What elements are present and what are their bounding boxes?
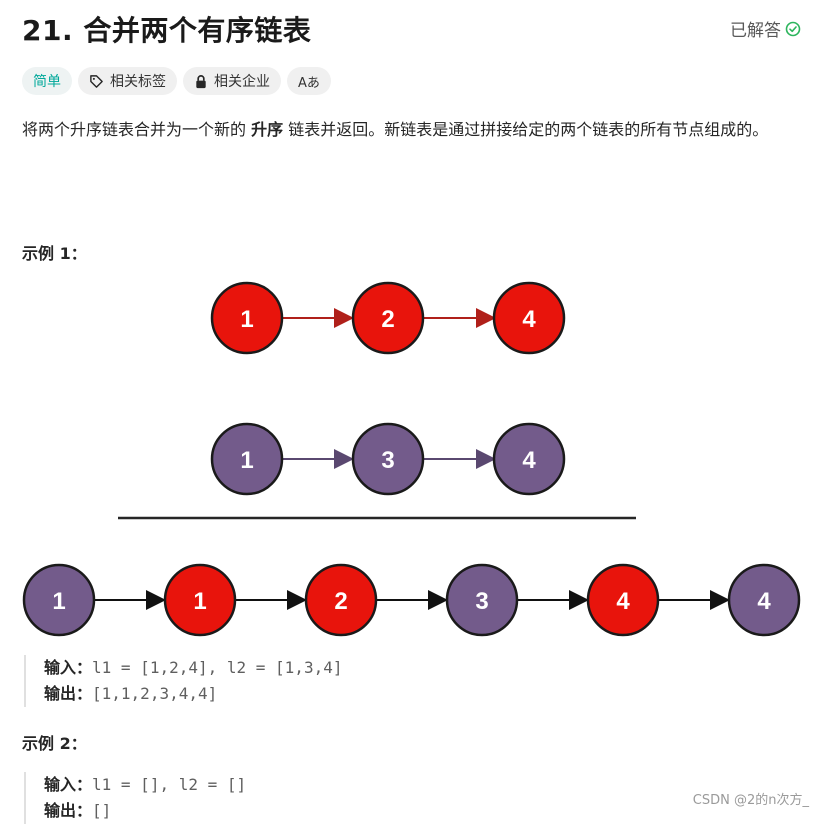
problem-title: 21. 合并两个有序链表 bbox=[22, 14, 312, 47]
node-value: 2 bbox=[334, 588, 347, 615]
node-value: 3 bbox=[381, 447, 394, 474]
list-node-red: 1 bbox=[210, 281, 284, 355]
output-row: 输出：[] bbox=[44, 798, 246, 824]
node-value: 2 bbox=[381, 306, 394, 333]
solved-status: 已解答 bbox=[730, 16, 801, 41]
related-tags-button[interactable]: 相关标签 bbox=[78, 67, 177, 95]
list-node-red: 4 bbox=[586, 563, 660, 637]
description-text-2: 链表并返回。新链表是通过拼接给定的两个链表的所有节点组成的。 bbox=[283, 120, 769, 139]
input-value: l1 = [1,2,4], l2 = [1,3,4] bbox=[92, 658, 343, 677]
list-node-purple: 4 bbox=[492, 422, 566, 496]
tag-icon bbox=[89, 74, 104, 89]
list-node-red: 4 bbox=[492, 281, 566, 355]
example-1-io: 输入：l1 = [1,2,4], l2 = [1,3,4] 输出：[1,1,2,… bbox=[24, 655, 342, 707]
tag-bar: 简单 相关标签 相关企业 Aあ bbox=[22, 67, 331, 95]
output-row: 输出：[1,1,2,3,4,4] bbox=[44, 681, 342, 707]
merged-row: 1 1 2 3 4 4 bbox=[22, 563, 801, 637]
node-value: 3 bbox=[475, 588, 488, 615]
translate-button[interactable]: Aあ bbox=[287, 67, 331, 95]
problem-description: 将两个升序链表合并为一个新的 升序 链表并返回。新链表是通过拼接给定的两个链表的… bbox=[22, 116, 802, 144]
node-value: 4 bbox=[522, 306, 536, 333]
output-value: [1,1,2,3,4,4] bbox=[92, 684, 218, 703]
check-circle-icon bbox=[785, 21, 801, 37]
output-label: 输出： bbox=[44, 801, 93, 820]
node-value: 1 bbox=[240, 447, 253, 474]
list-node-purple: 1 bbox=[22, 563, 96, 637]
lock-icon bbox=[194, 74, 208, 89]
node-value: 4 bbox=[522, 447, 536, 474]
list2-row: 1 3 4 bbox=[210, 422, 566, 496]
node-value: 1 bbox=[52, 588, 65, 615]
input-label: 输入： bbox=[44, 775, 93, 794]
list-node-red: 2 bbox=[351, 281, 425, 355]
list-node-purple: 3 bbox=[351, 422, 425, 496]
input-row: 输入：l1 = [1,2,4], l2 = [1,3,4] bbox=[44, 655, 342, 681]
example-1-title: 示例 1： bbox=[22, 244, 87, 263]
related-tags-label: 相关标签 bbox=[110, 74, 166, 90]
description-text: 将两个升序链表合并为一个新的 bbox=[22, 120, 252, 139]
input-value: l1 = [], l2 = [] bbox=[92, 775, 247, 794]
description-emphasis: 升序 bbox=[251, 120, 284, 139]
related-companies-button[interactable]: 相关企业 bbox=[183, 67, 281, 95]
solved-label: 已解答 bbox=[730, 21, 781, 41]
difficulty-label: 简单 bbox=[33, 74, 61, 90]
linked-list-diagram: 1 2 4 1 3 4 bbox=[22, 281, 801, 637]
node-value: 4 bbox=[616, 588, 630, 615]
input-row: 输入：l1 = [], l2 = [] bbox=[44, 772, 246, 798]
example-2-title: 示例 2： bbox=[22, 734, 87, 753]
node-value: 4 bbox=[757, 588, 771, 615]
difficulty-badge[interactable]: 简单 bbox=[22, 67, 72, 95]
list1-row: 1 2 4 bbox=[210, 281, 566, 355]
input-label: 输入： bbox=[44, 658, 93, 677]
list-node-red: 2 bbox=[304, 563, 378, 637]
translate-icon: Aあ bbox=[298, 75, 320, 91]
list-node-red: 1 bbox=[163, 563, 237, 637]
example-2-io: 输入：l1 = [], l2 = [] 输出：[] bbox=[24, 772, 246, 824]
node-value: 1 bbox=[240, 306, 253, 333]
related-companies-label: 相关企业 bbox=[214, 74, 270, 90]
list-node-purple: 1 bbox=[210, 422, 284, 496]
list-node-purple: 4 bbox=[727, 563, 801, 637]
output-value: [] bbox=[92, 801, 112, 820]
watermark: CSDN @2的n次方_ bbox=[692, 793, 809, 808]
list-node-purple: 3 bbox=[445, 563, 519, 637]
output-label: 输出： bbox=[44, 684, 93, 703]
node-value: 1 bbox=[193, 588, 206, 615]
